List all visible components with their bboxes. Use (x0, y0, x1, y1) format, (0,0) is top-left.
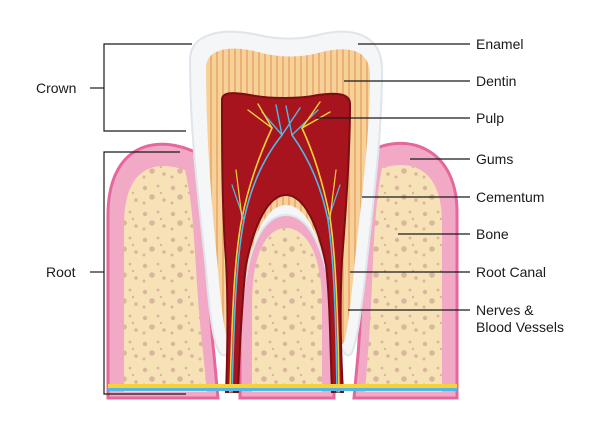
enamel-label: Enamel (476, 36, 524, 52)
crown-bracket (103, 43, 192, 132)
root-label: Root (46, 264, 76, 280)
left-bone (124, 165, 207, 392)
dentin-label: Dentin (476, 73, 517, 89)
base-band (108, 384, 457, 391)
right-bone (365, 164, 442, 392)
pulp-label: Pulp (476, 110, 505, 126)
root-bracket (103, 151, 186, 395)
crown-label: Crown (36, 80, 77, 96)
nerves-label-line1: Nerves & (476, 302, 534, 318)
gums-label: Gums (476, 151, 514, 167)
leader-lines (90, 43, 470, 395)
nerves-and-vessels (229, 101, 341, 393)
left-gum (106, 142, 220, 400)
cementum-label: Cementum (476, 189, 545, 205)
right-gum (352, 141, 459, 400)
root-canal-label: Root Canal (476, 264, 547, 280)
bone-label: Bone (476, 226, 509, 242)
nerves-vessels-label: Nerves & Blood Vessels (476, 302, 606, 336)
nerves-label-line2: Blood Vessels (476, 319, 564, 335)
